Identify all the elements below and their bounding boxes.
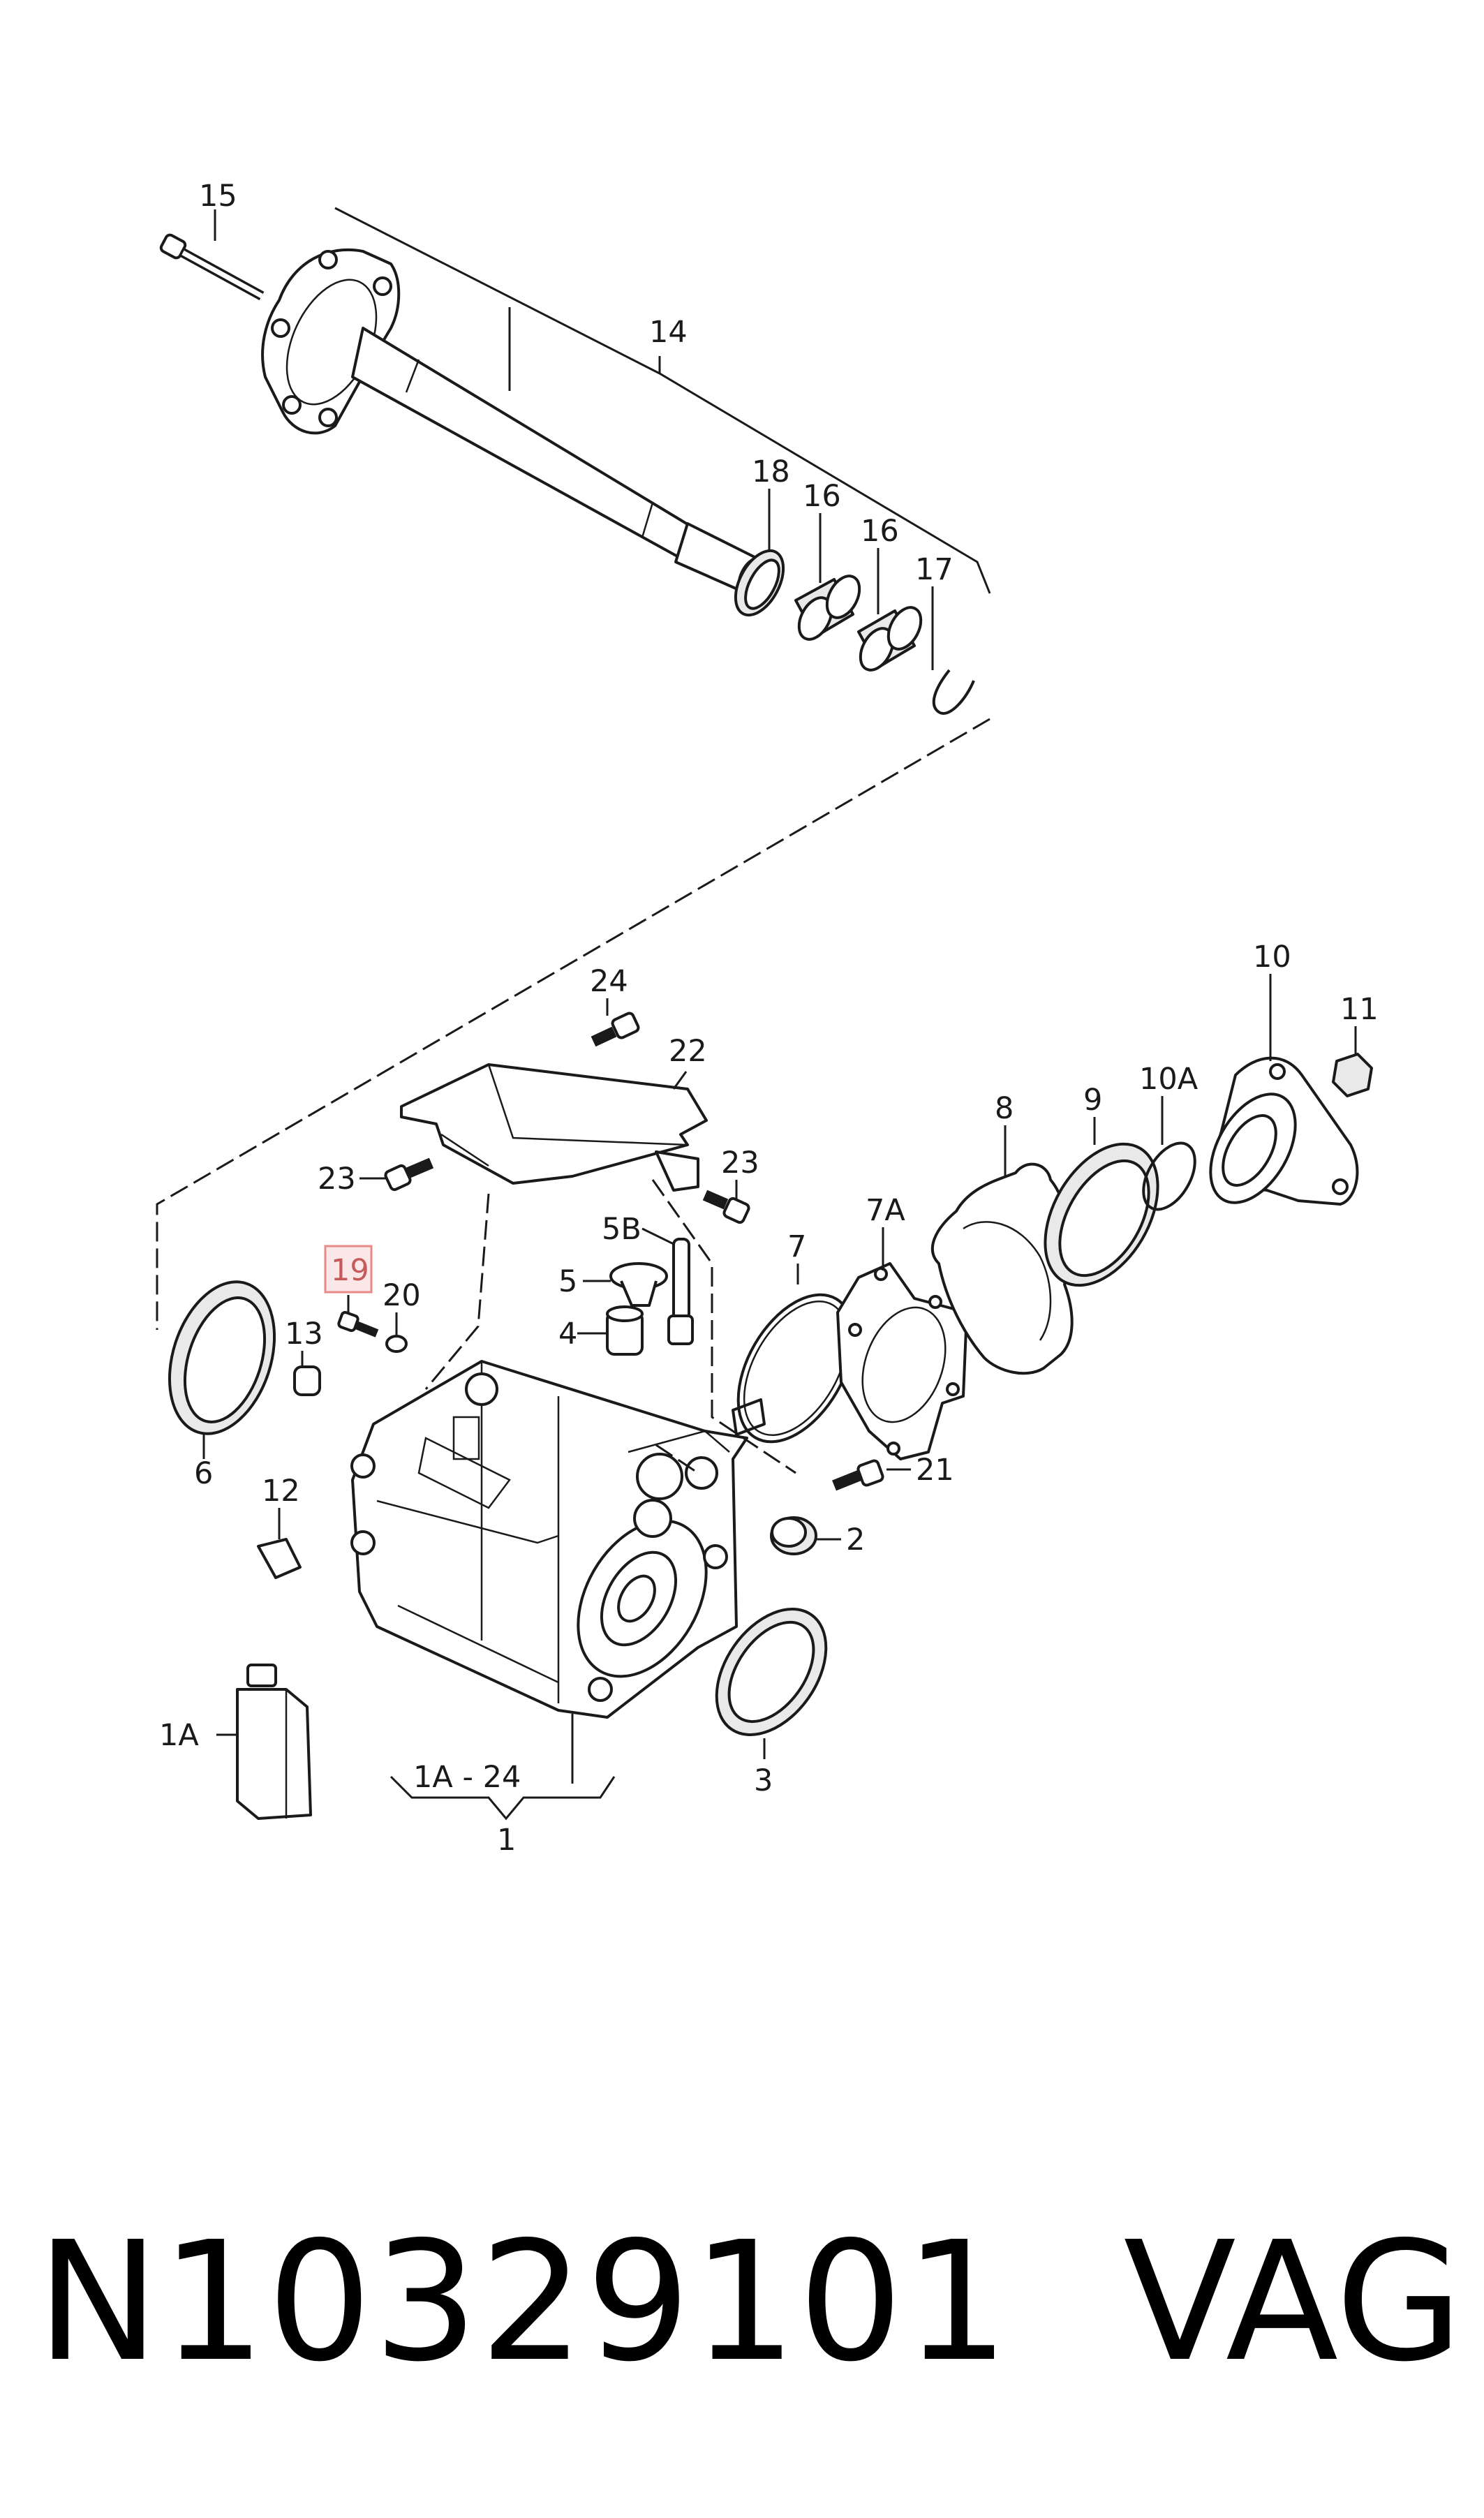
label-range-1a-24: 1A - 24	[413, 1760, 521, 1795]
label-1a: 1A	[159, 1718, 199, 1753]
label-21: 21	[916, 1453, 954, 1488]
label-3: 3	[754, 1763, 773, 1798]
label-9: 9	[1083, 1083, 1102, 1118]
plug-13	[293, 1365, 321, 1396]
label-10a: 10A	[1139, 1062, 1199, 1097]
sleeve-4	[606, 1305, 644, 1356]
label-19: 19	[331, 1253, 369, 1288]
circlip-17	[932, 669, 975, 715]
label-2: 2	[846, 1523, 865, 1557]
label-1: 1	[497, 1823, 516, 1858]
plug-12	[257, 1538, 302, 1579]
bolt-21	[832, 1459, 884, 1491]
stud-5b	[667, 1238, 694, 1345]
transfer-case-housing	[350, 1360, 766, 1719]
label-24: 24	[590, 964, 628, 999]
seal-3	[715, 1607, 828, 1737]
bolt-23-right	[702, 1190, 750, 1224]
label-7: 7	[787, 1229, 806, 1264]
gasket-7a	[836, 1262, 968, 1460]
label-18: 18	[752, 454, 790, 489]
bolt-15	[159, 233, 265, 301]
heat-shield-22	[400, 1063, 708, 1192]
o-ring-7	[736, 1293, 855, 1444]
plug-5	[609, 1262, 668, 1307]
seal-6	[168, 1280, 276, 1435]
label-5b: 5B	[602, 1212, 641, 1247]
shaft-flange	[261, 248, 401, 435]
label-5: 5	[558, 1264, 577, 1299]
label-6: 6	[194, 1456, 213, 1491]
nut-11	[1332, 1053, 1373, 1097]
washer-20	[385, 1335, 408, 1353]
label-14: 14	[649, 315, 688, 350]
label-13: 13	[285, 1317, 323, 1351]
label-8: 8	[995, 1091, 1014, 1126]
label-23-right: 23	[721, 1146, 759, 1180]
needle-bearing-16a	[794, 575, 861, 641]
bolt-23-left	[384, 1157, 434, 1192]
label-17: 17	[915, 552, 954, 587]
needle-bearing-16b	[857, 606, 923, 672]
cap-2	[770, 1516, 817, 1555]
callout-labels: 15 14 18 16 16 17 24 22 23 23 5B 5 4 19 …	[159, 179, 1379, 1858]
label-7a: 7A	[866, 1193, 905, 1228]
label-16a: 16	[803, 479, 841, 514]
ring-18	[734, 549, 785, 617]
label-16b: 16	[861, 514, 899, 549]
footer: N10329101 VAG	[0, 2206, 1484, 2415]
label-20: 20	[383, 1278, 421, 1313]
brand-name: VAG	[1123, 2206, 1463, 2398]
label-10: 10	[1253, 940, 1291, 975]
part-number: N10329101	[36, 2206, 1011, 2398]
label-11: 11	[1340, 992, 1379, 1027]
screw-19	[337, 1310, 379, 1338]
label-4: 4	[558, 1317, 577, 1351]
oil-bottle-1a	[236, 1664, 312, 1820]
label-12: 12	[262, 1474, 300, 1509]
drive-shaft-assembly	[159, 207, 991, 715]
label-23-left: 23	[318, 1162, 356, 1197]
ring-10a	[1142, 1141, 1196, 1211]
output-flange-10	[1209, 1056, 1359, 1206]
cover-8	[931, 1162, 1074, 1375]
label-15: 15	[199, 179, 237, 214]
shaft-body	[351, 327, 768, 595]
bolt-24	[591, 1012, 640, 1047]
highlight-box-19	[324, 1245, 373, 1294]
label-22: 22	[669, 1034, 707, 1069]
seal-9	[1044, 1142, 1159, 1287]
housing-assembly	[168, 974, 1373, 1821]
